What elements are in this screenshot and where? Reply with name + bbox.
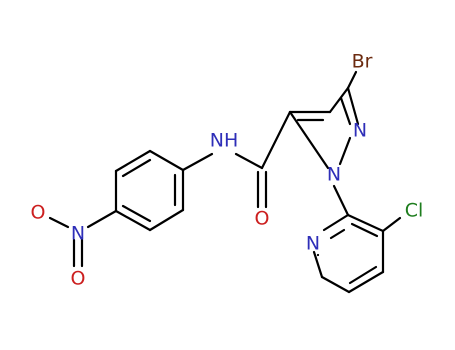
bond-py-c2-c3 (346, 213, 385, 233)
bond-py-c6-n-single (312, 250, 324, 279)
bond-c3-br (346, 70, 358, 90)
nitro-o-bottom-label: O (71, 268, 86, 290)
bond-c4-c3 (328, 86, 350, 114)
bond-ar2-ar3 (114, 149, 152, 173)
bond-py-c3-cl (381, 216, 402, 233)
bond-ar2-ar3-inner (121, 158, 152, 178)
pyrazole-n2-label: N (353, 120, 367, 142)
bond-camide-n (234, 152, 264, 170)
bond-n-aryl (181, 152, 214, 172)
bond-ar4-ar5-inner (121, 204, 152, 223)
bond-nitro-n-o-top (48, 216, 70, 229)
bond-py-c4-c5 (347, 270, 385, 294)
bond-py-c4-c5-inner (348, 265, 378, 285)
bond-n2-n1 (338, 136, 352, 166)
bond-py-n-c2 (322, 213, 350, 232)
bond-ar4-nitro-n (86, 209, 118, 229)
bond-ar5-ar6 (148, 208, 185, 232)
pyridine-n-label: N (306, 233, 320, 255)
bond-py-c2-c3-inner (350, 222, 379, 238)
atom-labels: Br N N NH O Cl N N O O (31, 51, 424, 290)
amide-nh-label: NH (210, 130, 239, 152)
nitro-o-top-label: O (31, 202, 46, 224)
bond-ar1-ar2 (148, 149, 185, 172)
bond-n1-py-c2 (332, 184, 350, 217)
bond-n1-c5 (288, 110, 330, 170)
bond-py-n-c2-inner (329, 228, 346, 240)
carbonyl-oxygen-label: O (255, 208, 270, 230)
bond-c3-n2-double (339, 96, 352, 126)
bonds (48, 70, 402, 294)
pyrazole-n1-label: N (327, 164, 341, 186)
nitro-n-label: N (71, 223, 85, 245)
bond-py-c5-c6 (320, 275, 351, 294)
chlorine-label: Cl (405, 200, 424, 222)
bond-c3-n2 (346, 86, 360, 126)
bond-ar4-ar5 (114, 209, 152, 232)
bond-c5-camide (260, 110, 292, 170)
bromine-label: Br (352, 51, 373, 73)
